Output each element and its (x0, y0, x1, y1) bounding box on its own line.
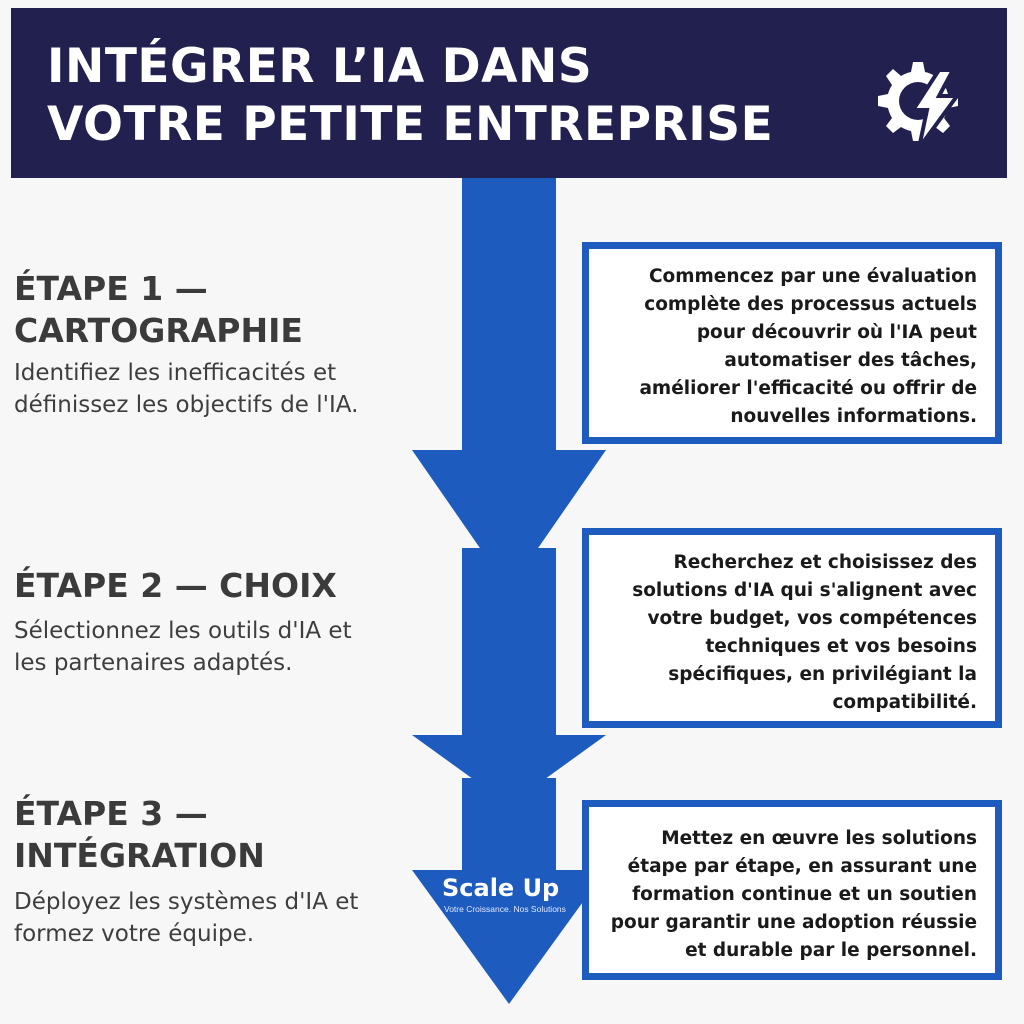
title-line-2: VOTRE PETITE ENTREPRISE (47, 97, 774, 152)
step-3-desc-line-1: Déployez les systèmes d'IA et (14, 889, 359, 915)
step-3-title-line-1: ÉTAPE 3 — (14, 794, 208, 833)
step-1-desc-line-1: Identifiez les inefficacités et (14, 360, 337, 386)
step-2-title-line-1: ÉTAPE 2 — CHOIX (14, 566, 337, 605)
step-3-title: ÉTAPE 3 — INTÉGRATION (14, 793, 265, 877)
step-2-detail-line: spécifiques, en privilégiant la (668, 664, 977, 685)
step-1-description: Identifiez les inefficacités et définiss… (14, 357, 434, 421)
step-2-desc-line-1: Sélectionnez les outils d'IA et (14, 618, 352, 644)
step-1-detail-line: nouvelles informations. (730, 406, 977, 427)
step-2-detail-box: Recherchez et choisissez des solutions d… (582, 528, 1002, 728)
step-1-desc-line-2: définissez les objectifs de l'IA. (14, 392, 359, 418)
step-1-detail-line: automatiser des tâches, (724, 350, 977, 371)
step-1-detail-box: Commencez par une évaluation complète de… (582, 242, 1002, 444)
step-2-detail-text: Recherchez et choisissez des solutions d… (597, 549, 977, 717)
step-3-detail-line: étape par étape, en assurant une (627, 856, 977, 877)
flow-arrow-1 (412, 178, 606, 590)
step-1-title-line-2: CARTOGRAPHIE (14, 311, 303, 350)
step-3-detail-box: Mettez en œuvre les solutions étape par … (582, 800, 1002, 980)
step-3-title-line-2: INTÉGRATION (14, 836, 265, 875)
step-1-title: ÉTAPE 1 — CARTOGRAPHIE (14, 268, 303, 352)
step-1-detail-line: pour découvrir où l'IA peut (696, 322, 977, 343)
step-2-detail-line: votre budget, vos compétences (647, 608, 977, 629)
step-2-detail-line: compatibilité. (832, 692, 977, 713)
page-title: INTÉGRER L’IA DANS VOTRE PETITE ENTREPRI… (47, 38, 847, 154)
step-1-detail-line: complète des processus actuels (644, 294, 977, 315)
title-line-1: INTÉGRER L’IA DANS (47, 39, 593, 94)
scale-up-logo: Scale Up Votre Croissance. Nos Solutions (442, 874, 592, 914)
step-2-detail-line: solutions d'IA qui s'alignent avec (632, 580, 977, 601)
step-2-title: ÉTAPE 2 — CHOIX (14, 565, 337, 607)
step-1-detail-line: améliorer l'efficacité ou offrir de (639, 378, 977, 399)
header-banner: INTÉGRER L’IA DANS VOTRE PETITE ENTREPRI… (11, 8, 1007, 178)
flow-arrow-2 (412, 548, 606, 805)
step-3-detail-line: Mettez en œuvre les solutions (661, 828, 977, 849)
step-3-detail-line: et durable par le personnel. (685, 940, 977, 961)
step-1-detail-line: Commencez par une évaluation (648, 266, 977, 287)
logo-tagline: Votre Croissance. Nos Solutions (444, 904, 566, 914)
gear-lightning-icon (878, 62, 961, 150)
step-1-title-line-1: ÉTAPE 1 — (14, 269, 208, 308)
step-1-detail-text: Commencez par une évaluation complète de… (597, 263, 977, 431)
step-2-desc-line-2: les partenaires adaptés. (14, 650, 293, 676)
flow-arrow-3 (412, 778, 606, 1004)
step-2-detail-line: Recherchez et choisissez des (673, 552, 977, 573)
step-3-desc-line-2: formez votre équipe. (14, 921, 255, 947)
step-3-detail-text: Mettez en œuvre les solutions étape par … (597, 825, 977, 965)
step-3-detail-line: pour garantir une adoption réussie (610, 912, 977, 933)
step-3-detail-line: formation continue et un soutien (632, 884, 977, 905)
step-2-description: Sélectionnez les outils d'IA et les part… (14, 615, 434, 679)
logo-name: Scale Up (442, 874, 560, 902)
step-3-description: Déployez les systèmes d'IA et formez vot… (14, 886, 434, 950)
step-2-detail-line: techniques et vos besoins (705, 636, 977, 657)
